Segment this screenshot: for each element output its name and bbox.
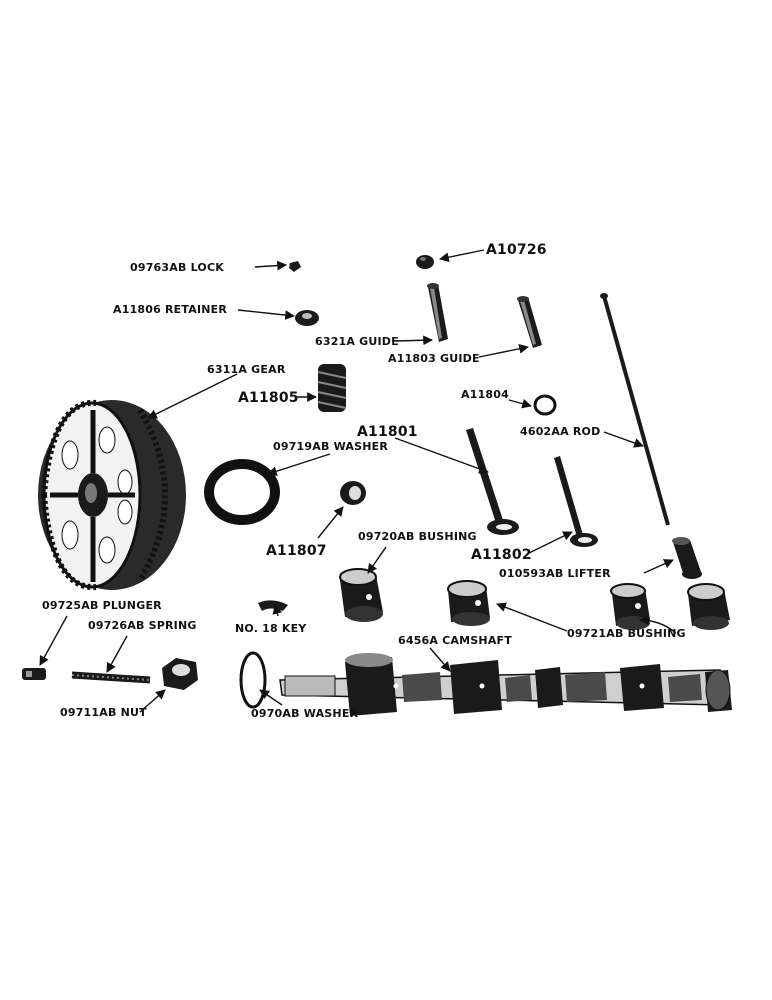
- washer-0970ab-part: [239, 651, 267, 709]
- spring-09726ab-part: [71, 671, 151, 684]
- label-gear: 6311A GEAR: [207, 363, 286, 376]
- leader-lines: [39, 249, 677, 713]
- label-a11801: A11801: [357, 424, 418, 440]
- label-key: NO. 18 KEY: [235, 622, 307, 635]
- label-bushing-09720ab: 09720AB BUSHING: [358, 530, 477, 543]
- bushing-09721ab-part-2: [610, 583, 650, 630]
- retainer-part: [295, 310, 319, 326]
- key-part: [258, 600, 288, 611]
- label-spring-09726ab: 09726AB SPRING: [88, 619, 197, 632]
- label-plunger: 09725AB PLUNGER: [42, 599, 162, 612]
- washer-a11804-part: [533, 394, 557, 416]
- label-a11804: A11804: [461, 388, 509, 401]
- a10726-cap-part: [416, 255, 434, 269]
- plunger-part: [22, 668, 46, 680]
- label-guide-a11803: A11803 GUIDE: [388, 352, 480, 365]
- label-nut: 09711AB NUT: [60, 706, 147, 719]
- label-washer-0970ab: 0970AB WASHER: [251, 707, 359, 720]
- label-a11802: A11802: [471, 547, 532, 563]
- label-lifter: 010593AB LIFTER: [499, 567, 611, 580]
- label-washer-09719ab: 09719AB WASHER: [273, 440, 388, 453]
- washer-09719ab-part: [204, 459, 280, 525]
- bushing-09721ab-part-1: [447, 580, 490, 626]
- label-camshaft: 6456A CAMSHAFT: [398, 634, 512, 647]
- bushing-09720ab-part: [339, 568, 383, 622]
- valve-a11801-part: [466, 428, 519, 535]
- lifter-part: [672, 537, 702, 579]
- lock-part: [289, 261, 301, 272]
- guide-6321a-part: [427, 283, 448, 342]
- gear-part: [38, 399, 186, 591]
- valve-a11802-part: [554, 456, 598, 547]
- label-rod: 4602AA ROD: [520, 425, 600, 438]
- spring-a11805-part: [317, 364, 347, 412]
- bushing-09721ab-part-3: [687, 583, 730, 630]
- camshaft-part: [279, 653, 732, 716]
- label-retainer: A11806 RETAINER: [113, 303, 227, 316]
- label-guide-6321a: 6321A GUIDE: [315, 335, 399, 348]
- nut-part: [162, 658, 198, 690]
- label-a11807: A11807: [266, 543, 327, 559]
- pushrod-part: [600, 293, 670, 526]
- label-bushing-09721ab: 09721AB BUSHING: [567, 627, 686, 640]
- label-lock: 09763AB LOCK: [130, 261, 224, 274]
- guide-a11803-part: [517, 296, 542, 348]
- label-a10726: A10726: [486, 242, 547, 258]
- label-a11805: A11805: [238, 390, 299, 406]
- a11807-part: [340, 481, 366, 505]
